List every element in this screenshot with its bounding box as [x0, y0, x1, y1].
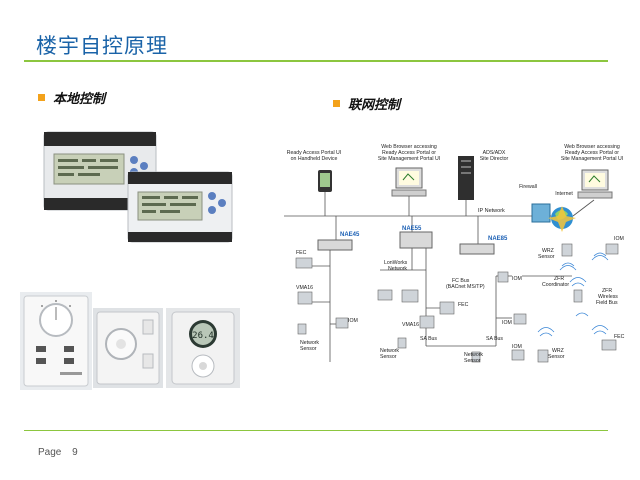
bullet-square-icon [333, 100, 340, 107]
iom-mid3-icon [511, 349, 525, 361]
label-iom-mid1: IOM [512, 276, 522, 282]
vma16-mid-icon [419, 315, 435, 329]
controller-photo [38, 126, 238, 246]
iom-mid2-icon [513, 313, 527, 325]
svg-text:26.4: 26.4 [192, 331, 214, 341]
label-ip-network: IP Network [478, 208, 505, 214]
footer-page-label: Page [38, 447, 62, 458]
bullet-local-text: 本地控制 [53, 92, 106, 107]
footer-page-number: 9 [72, 447, 78, 458]
title-divider [24, 60, 608, 62]
label-nae85: NAE85 [488, 236, 508, 242]
fec-right-icon [601, 339, 617, 351]
label-firewall: Firewall [519, 184, 537, 190]
label-sa-bus-left: SA Bus [420, 336, 437, 342]
iom-left-icon [335, 317, 349, 329]
iom-mid1-icon [497, 271, 509, 283]
label-fc-bus: FC Bus(BACnet MS/TP) [446, 278, 485, 290]
firewall-icon [531, 203, 551, 223]
fec-left-icon [295, 257, 313, 269]
fec-mid-icon [439, 301, 455, 315]
footer-divider [24, 430, 608, 431]
label-iom-left: IOM [348, 318, 358, 324]
label-vma16-left: VMA16 [296, 285, 313, 291]
thermostat-dial-photo [20, 292, 92, 390]
label-iom-right: IOM [614, 236, 624, 242]
server-icon [458, 156, 474, 200]
network-sensor-left-icon [297, 323, 307, 335]
bullet-network-text: 联网控制 [348, 98, 401, 113]
label-fec-left: FEC [296, 250, 307, 256]
label-vma16-mid: VMA16 [402, 322, 419, 328]
label-fec-right: FEC [614, 334, 625, 340]
iom-right-icon [605, 243, 619, 255]
nae85-device-icon [459, 243, 495, 255]
page-footer: Page 9 [38, 447, 86, 458]
bullet-square-icon [38, 94, 45, 101]
label-nae45: NAE45 [340, 232, 360, 238]
label-nae55: NAE55 [402, 226, 422, 232]
slide-title: 楼宇自控原理 [36, 34, 168, 58]
wireless-signal-icon [537, 252, 609, 337]
nae55-device-icon [399, 231, 433, 249]
wrz-sensor-bottom-icon [537, 349, 549, 363]
thermostat-knob-photo [93, 308, 163, 388]
label-sa-bus-mid: SA Bus [486, 336, 503, 342]
lonworks-device-icon [401, 289, 419, 303]
bullet-local-control: 本地控制 [38, 88, 105, 107]
zfr-coordinator-icon [573, 289, 583, 303]
label-internet: Internet [555, 191, 573, 197]
wrz-sensor-top-icon [561, 243, 573, 257]
nae45-device-icon [317, 239, 353, 251]
digital-thermostat-photo: 26.4 [166, 308, 240, 388]
bullet-network-control: 联网控制 [333, 94, 400, 113]
label-fec-mid: FEC [458, 302, 469, 308]
label-iom-mid3: IOM [512, 344, 522, 350]
label-iom-mid2: IOM [502, 320, 512, 326]
network-sensor-mid-icon [397, 337, 407, 349]
vma16-left-icon [297, 291, 313, 305]
lonworks-device-icon [377, 289, 393, 301]
network-sensor-bottom-icon [471, 351, 481, 363]
